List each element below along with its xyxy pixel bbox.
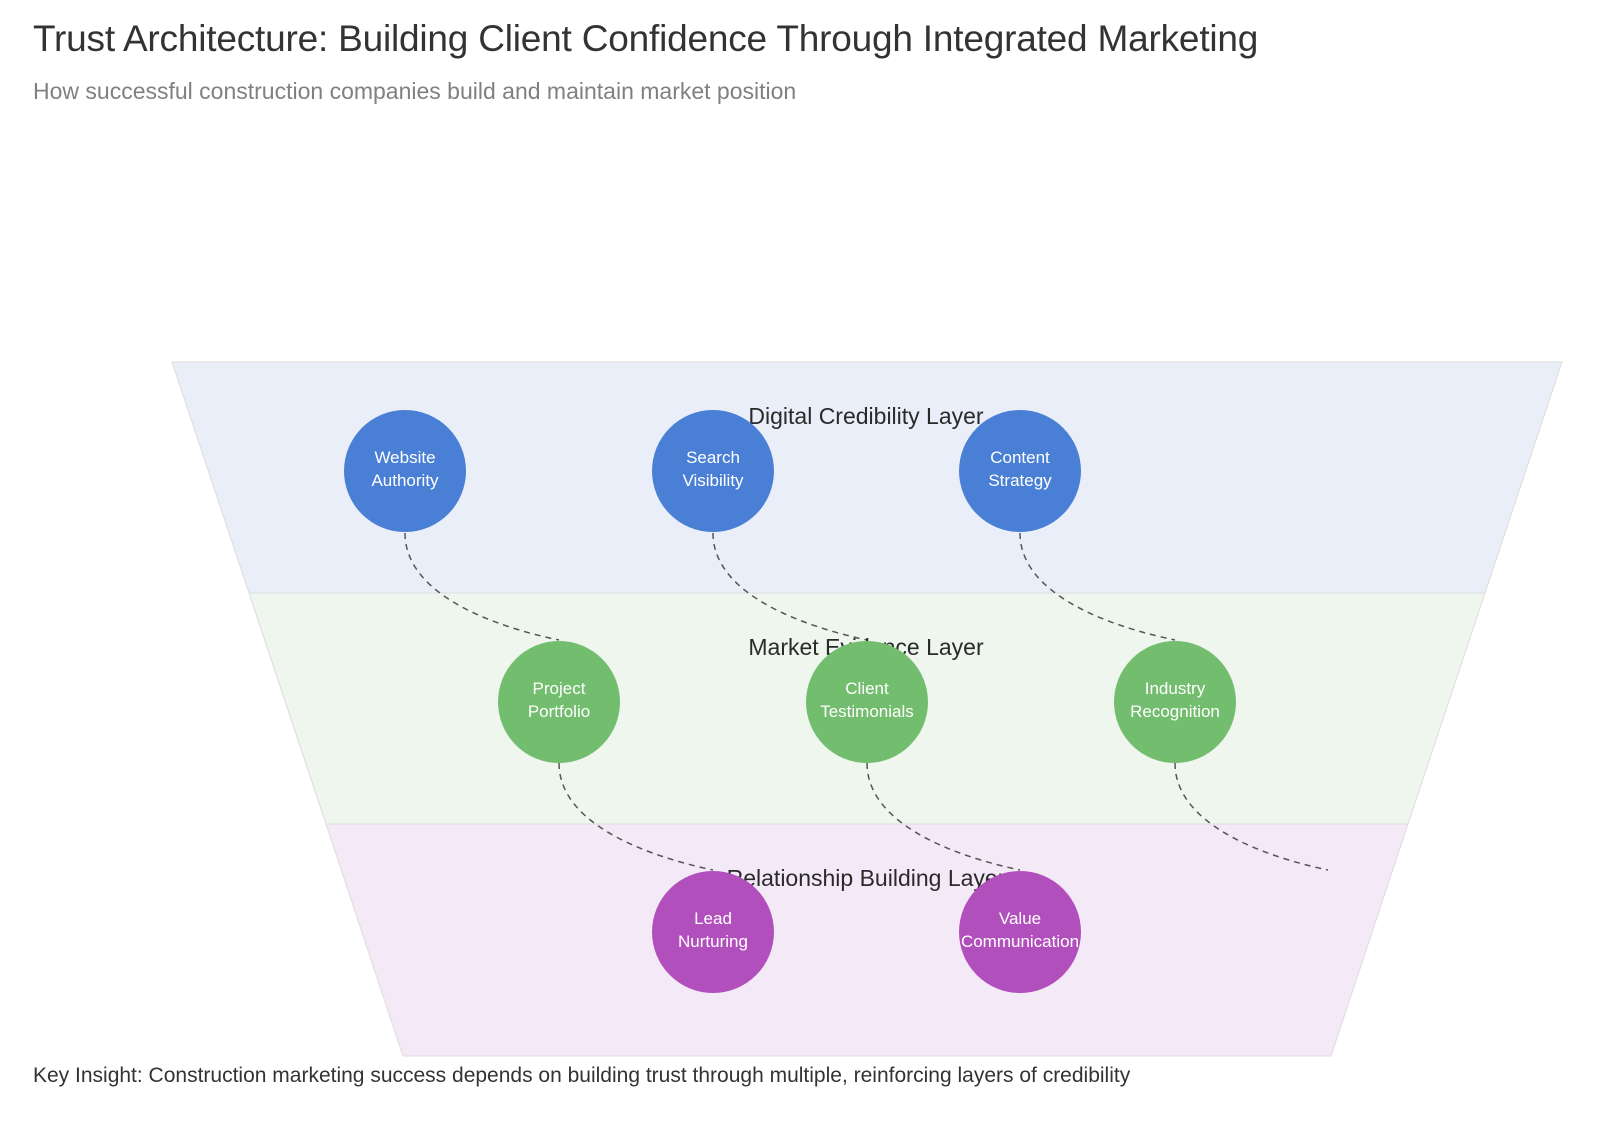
node-project-portfolio[interactable]: Project Portfolio <box>498 641 620 763</box>
layer-label-relationship: Relationship Building Layer <box>727 865 1006 891</box>
svg-text:Recognition: Recognition <box>1130 702 1220 721</box>
svg-text:Visibility: Visibility <box>682 471 744 490</box>
svg-text:Nurturing: Nurturing <box>678 932 748 951</box>
svg-text:Portfolio: Portfolio <box>528 702 590 721</box>
svg-text:Authority: Authority <box>371 471 439 490</box>
svg-text:Lead: Lead <box>694 909 732 928</box>
connector-search-to-testimonials <box>712 532 868 641</box>
connector-website-to-portfolio <box>404 532 560 641</box>
svg-text:Website: Website <box>374 448 435 467</box>
svg-text:Content: Content <box>990 448 1050 467</box>
svg-text:Project: Project <box>533 679 586 698</box>
node-client-testimonials[interactable]: Client Testimonials <box>806 641 928 763</box>
node-value-communication[interactable]: Value Communication <box>959 871 1081 993</box>
svg-text:Client: Client <box>845 679 889 698</box>
connector-testimonials-to-value <box>866 762 1021 871</box>
svg-text:Industry: Industry <box>1145 679 1206 698</box>
diagram-title: Trust Architecture: Building Client Conf… <box>33 18 1259 59</box>
layer-label-digital: Digital Credibility Layer <box>748 403 984 429</box>
connector-content-to-recognition <box>1019 532 1176 641</box>
node-industry-recognition[interactable]: Industry Recognition <box>1114 641 1236 763</box>
svg-text:Communication: Communication <box>961 932 1079 951</box>
node-website-authority[interactable]: Website Authority <box>344 410 466 532</box>
node-search-visibility[interactable]: Search Visibility <box>652 410 774 532</box>
svg-text:Testimonials: Testimonials <box>820 702 914 721</box>
connector-recognition-outbound <box>1174 762 1329 871</box>
connector-portfolio-to-nurturing <box>558 762 714 871</box>
svg-text:Search: Search <box>686 448 740 467</box>
key-insight-footer: Key Insight: Construction marketing succ… <box>33 1064 1131 1087</box>
diagram-subtitle: How successful construction companies bu… <box>33 78 797 104</box>
layer-band-relationship <box>325 823 1409 1057</box>
svg-text:Strategy: Strategy <box>988 471 1052 490</box>
svg-text:Value: Value <box>999 909 1041 928</box>
node-lead-nurturing[interactable]: Lead Nurturing <box>652 871 774 993</box>
node-content-strategy[interactable]: Content Strategy <box>959 410 1081 532</box>
